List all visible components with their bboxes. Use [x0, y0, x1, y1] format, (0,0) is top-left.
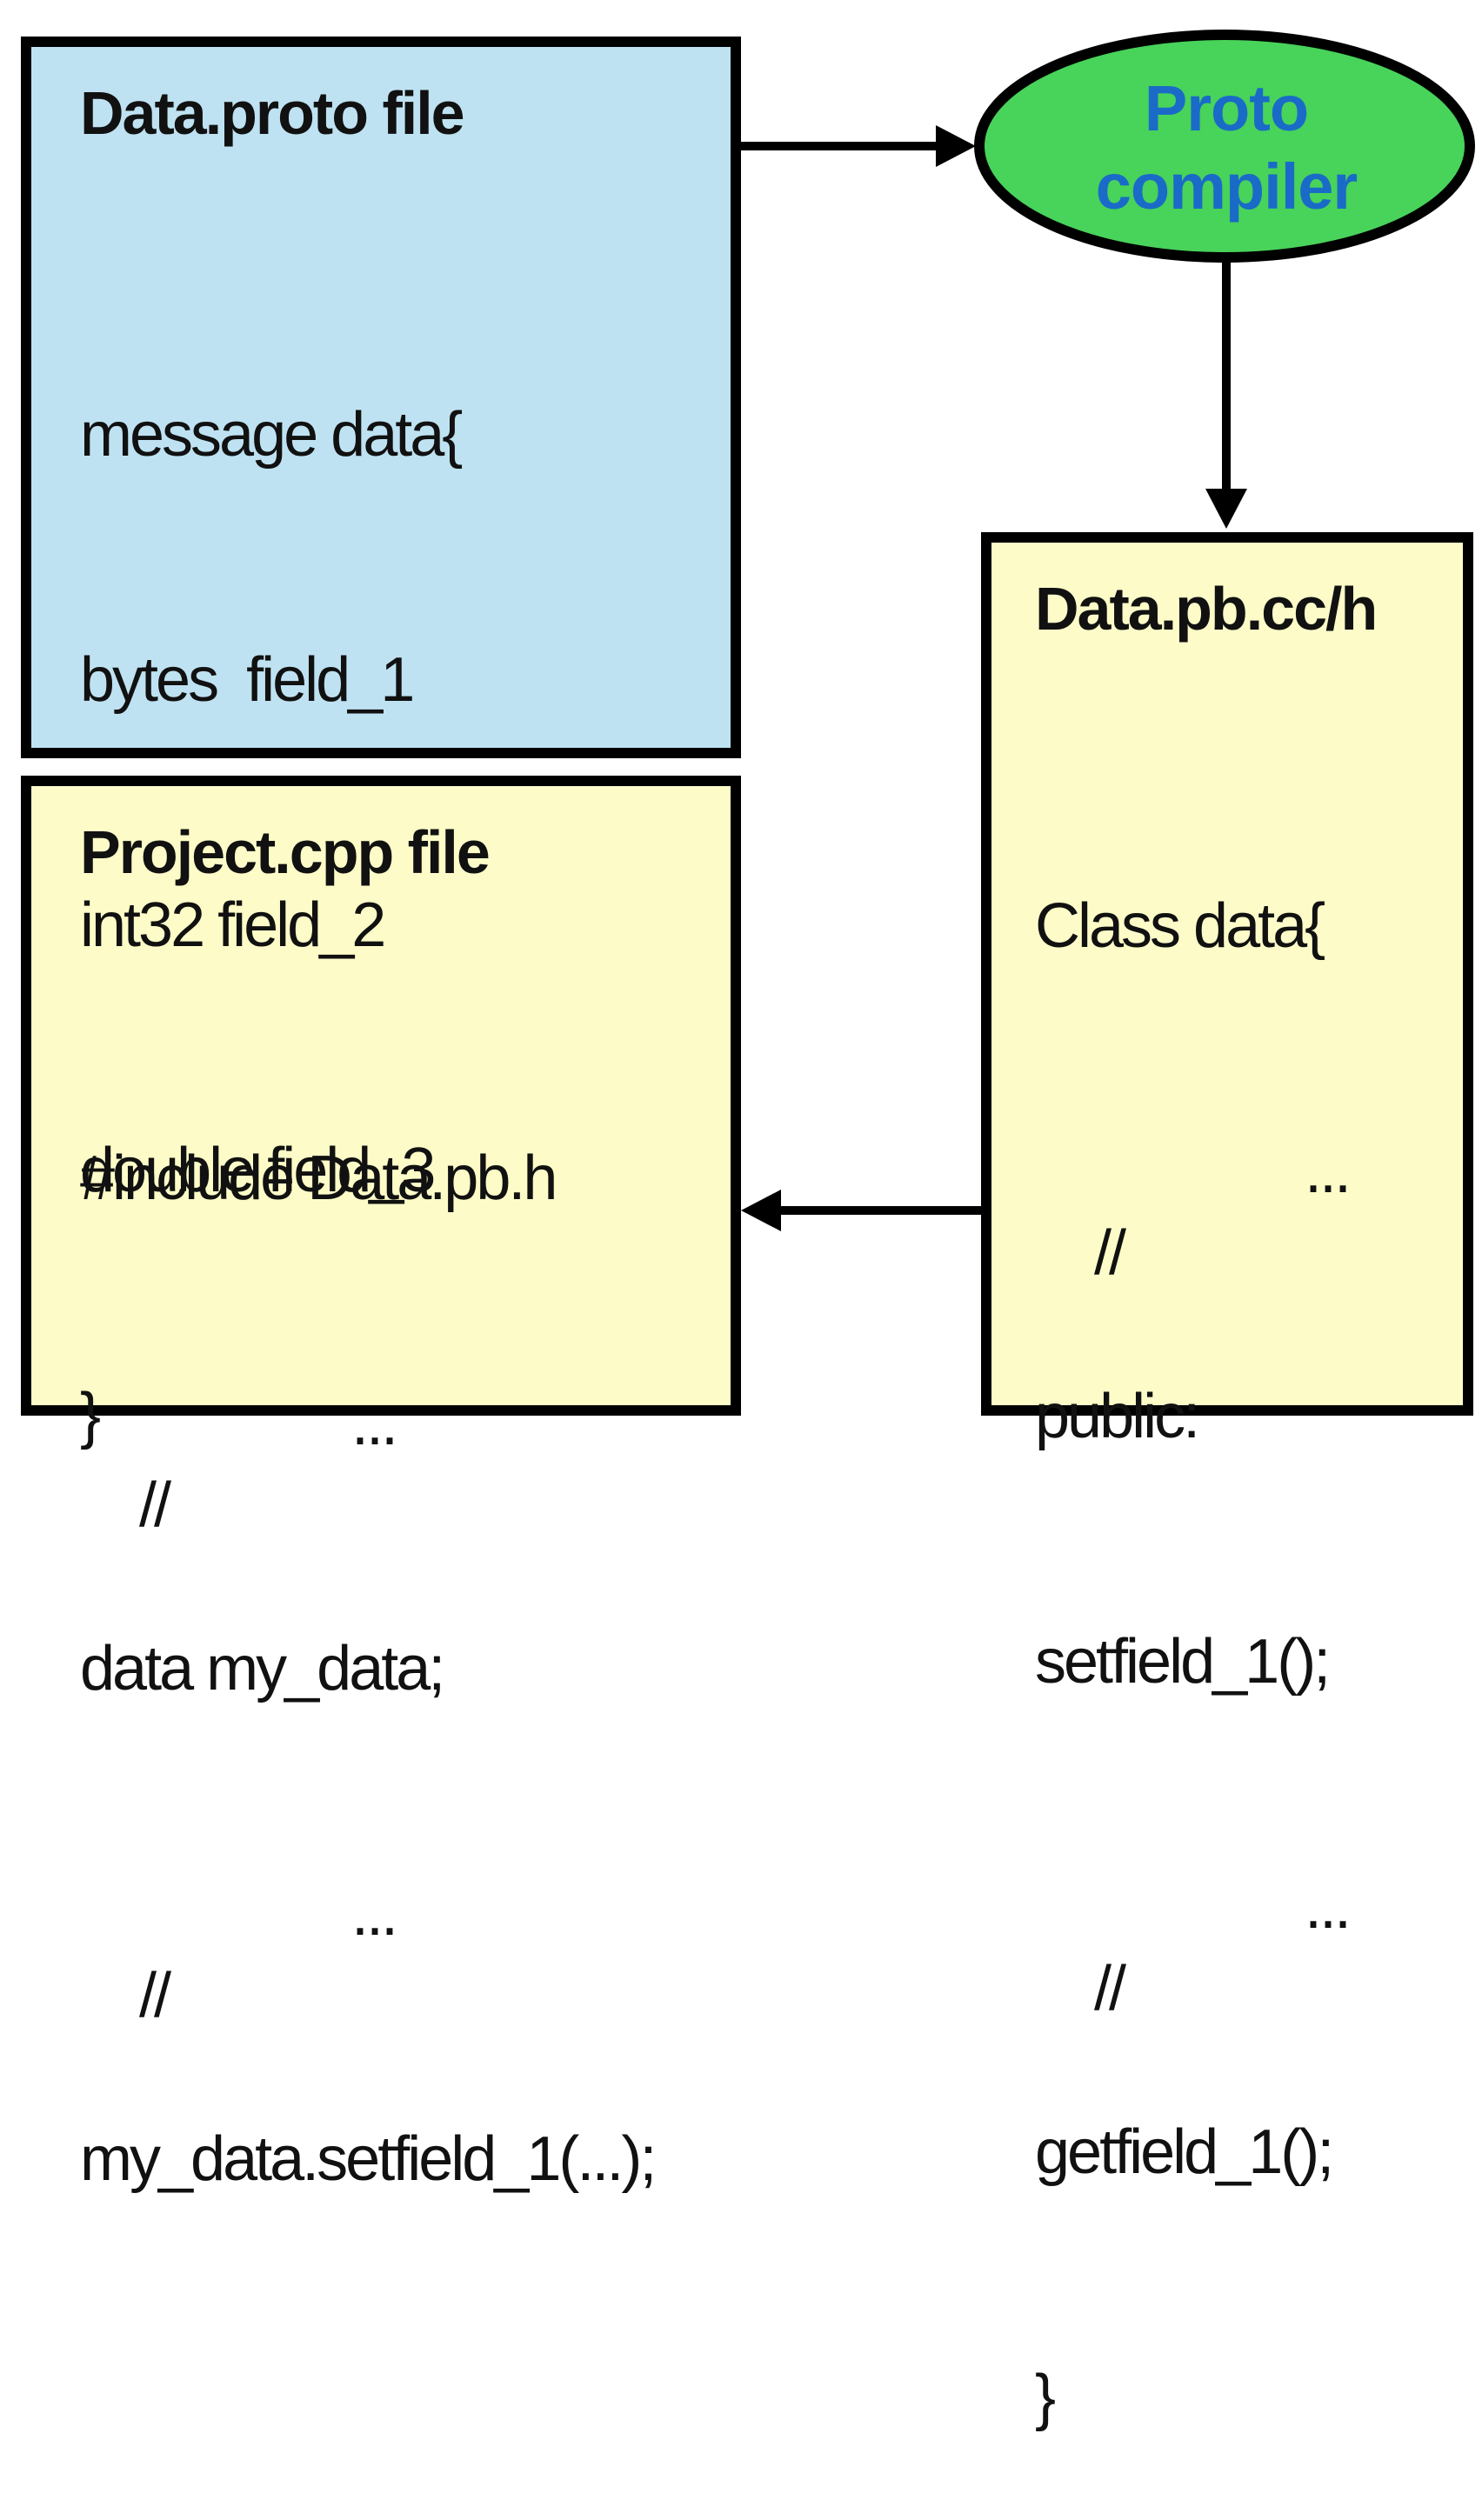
comment-slashes: //	[139, 1470, 171, 1540]
pb-comment-row: // ...	[1035, 1130, 1352, 1288]
pb-line: setfield_1();	[1035, 1627, 1331, 1697]
comment-ellipsis: ...	[1305, 1137, 1352, 1206]
data-pb-box	[981, 532, 1473, 1416]
project-comment-row: // ...	[80, 1873, 654, 2030]
comment-ellipsis: ...	[1305, 1872, 1352, 1942]
project-line: #include Data.pb.h	[80, 1143, 557, 1213]
comment-slashes: //	[139, 1961, 171, 2030]
proto-line: message data{	[80, 400, 463, 470]
arrow-proto-to-compiler-head	[936, 125, 976, 167]
project-cpp-box	[21, 776, 741, 1416]
data-proto-title: Data.proto file	[80, 79, 465, 147]
proto-line: bytes field_1	[80, 645, 415, 715]
comment-slashes: //	[1094, 1218, 1126, 1288]
project-comment-row: // ...	[80, 1383, 654, 1540]
pb-line: }	[1035, 2363, 1056, 2432]
compiler-label-line2: compiler	[1095, 150, 1358, 223]
data-pb-code: Class data{ // ... public: setfield_1();…	[1035, 722, 1352, 2520]
data-proto-box	[21, 37, 741, 758]
project-cpp-code: #include Data.pb.h // ... data my_data; …	[80, 974, 657, 2282]
data-pb-title: Data.pb.cc/h	[1035, 575, 1378, 643]
comment-slashes: //	[1094, 1954, 1126, 2023]
proto-line: int32 field_2	[80, 890, 386, 960]
diagram-canvas	[741, 30, 1475, 1231]
pb-line: getfield_1();	[1035, 2117, 1334, 2187]
proto-compiler-label: Proto compiler	[983, 70, 1470, 226]
data-proto-code: message data{ bytes field_1 int32 field_…	[80, 230, 463, 1538]
project-cpp-title: Project.cpp file	[80, 818, 491, 886]
project-line: data my_data;	[80, 1634, 445, 1703]
pb-line: public:	[1035, 1382, 1200, 1451]
project-line: my_data.setfield_1(...);	[80, 2124, 657, 2194]
pb-comment-row: // ...	[1035, 1866, 1352, 2023]
proto-line: double field_3	[80, 1136, 436, 1205]
comment-ellipsis: ...	[351, 1879, 398, 1949]
compiler-label-line1: Proto	[1144, 72, 1309, 144]
comment-ellipsis: ...	[351, 1389, 398, 1458]
arrow-pb-to-project-head	[741, 1190, 781, 1231]
pb-line: Class data{	[1035, 891, 1325, 961]
arrow-compiler-to-pb-head	[1205, 489, 1247, 529]
